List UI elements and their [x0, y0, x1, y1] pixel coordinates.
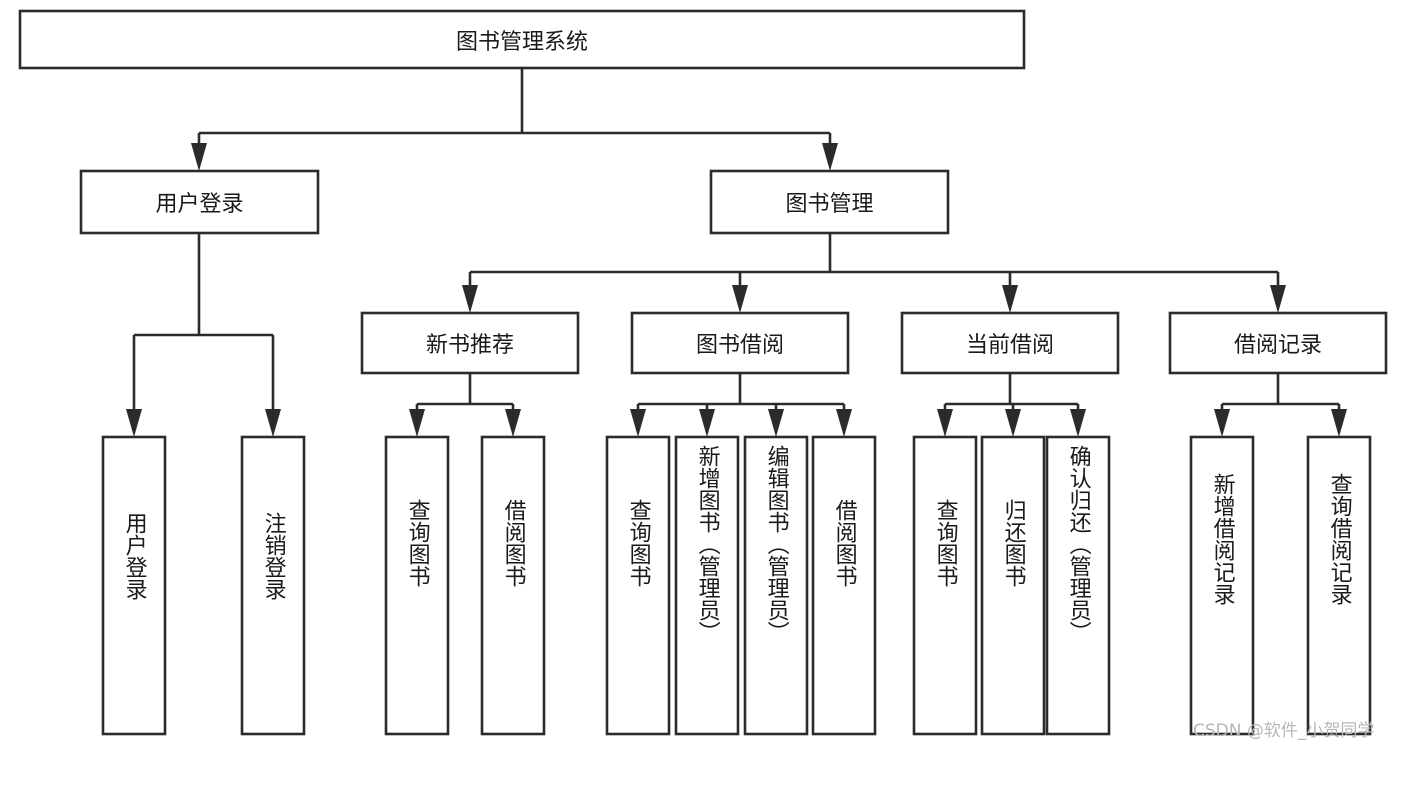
node-box-leaf-edit-book[interactable]	[743, 435, 809, 736]
arrowhead-user-login	[191, 143, 207, 171]
arrowhead-leaf-edit-book	[768, 409, 784, 437]
arrowhead-leaf-borrow-book-2	[836, 409, 852, 437]
node-box-leaf-query-book-3[interactable]	[912, 435, 978, 736]
node-box-leaf-query-record[interactable]	[1306, 435, 1372, 736]
node-box-leaf-borrow-book-2[interactable]	[811, 435, 877, 736]
arrowhead-leaf-return-book	[1005, 409, 1021, 437]
node-box-leaf-return-book[interactable]	[980, 435, 1046, 736]
arrowhead-leaf-query-book-3	[937, 409, 953, 437]
node-box-current-borrow[interactable]	[900, 311, 1120, 375]
arrowhead-borrow-record	[1270, 285, 1286, 313]
node-box-leaf-confirm-return[interactable]	[1045, 435, 1111, 736]
node-box-leaf-add-book[interactable]	[674, 435, 740, 736]
arrowhead-leaf-user-login	[126, 409, 142, 437]
node-box-leaf-borrow-book-1[interactable]	[480, 435, 546, 736]
arrowhead-book-management	[822, 143, 838, 171]
arrowhead-book-borrow	[732, 285, 748, 313]
arrowhead-leaf-query-book-2	[630, 409, 646, 437]
node-box-leaf-add-record[interactable]	[1189, 435, 1255, 736]
arrowhead-current-borrow	[1002, 285, 1018, 313]
diagram-canvas: 图书管理系统 用户登录 图书管理 新书推荐 图书借阅 当前借阅 借阅记录 用户登…	[18, 9, 1388, 741]
node-box-leaf-user-logout[interactable]	[240, 435, 306, 736]
arrowhead-leaf-user-logout	[265, 409, 281, 437]
node-box-user-login[interactable]	[79, 169, 320, 235]
node-box-borrow-record[interactable]	[1168, 311, 1388, 375]
connector-layer	[126, 68, 1347, 437]
arrowhead-leaf-borrow-book-1	[505, 409, 521, 437]
node-layer	[18, 9, 1388, 736]
flowchart-svg	[18, 9, 1388, 736]
node-box-leaf-query-book-1[interactable]	[384, 435, 450, 736]
node-box-leaf-query-book-2[interactable]	[605, 435, 671, 736]
arrowhead-leaf-add-record	[1214, 409, 1230, 437]
arrowhead-leaf-add-book	[699, 409, 715, 437]
node-box-new-book-recommend[interactable]	[360, 311, 580, 375]
arrowhead-new-book-recommend	[462, 285, 478, 313]
arrowhead-leaf-query-record	[1331, 409, 1347, 437]
node-box-leaf-user-login[interactable]	[101, 435, 167, 736]
node-box-book-borrow[interactable]	[630, 311, 850, 375]
arrowhead-leaf-confirm-return	[1070, 409, 1086, 437]
node-box-book-management[interactable]	[709, 169, 950, 235]
node-box-root[interactable]	[18, 9, 1026, 70]
arrowhead-leaf-query-book-1	[409, 409, 425, 437]
